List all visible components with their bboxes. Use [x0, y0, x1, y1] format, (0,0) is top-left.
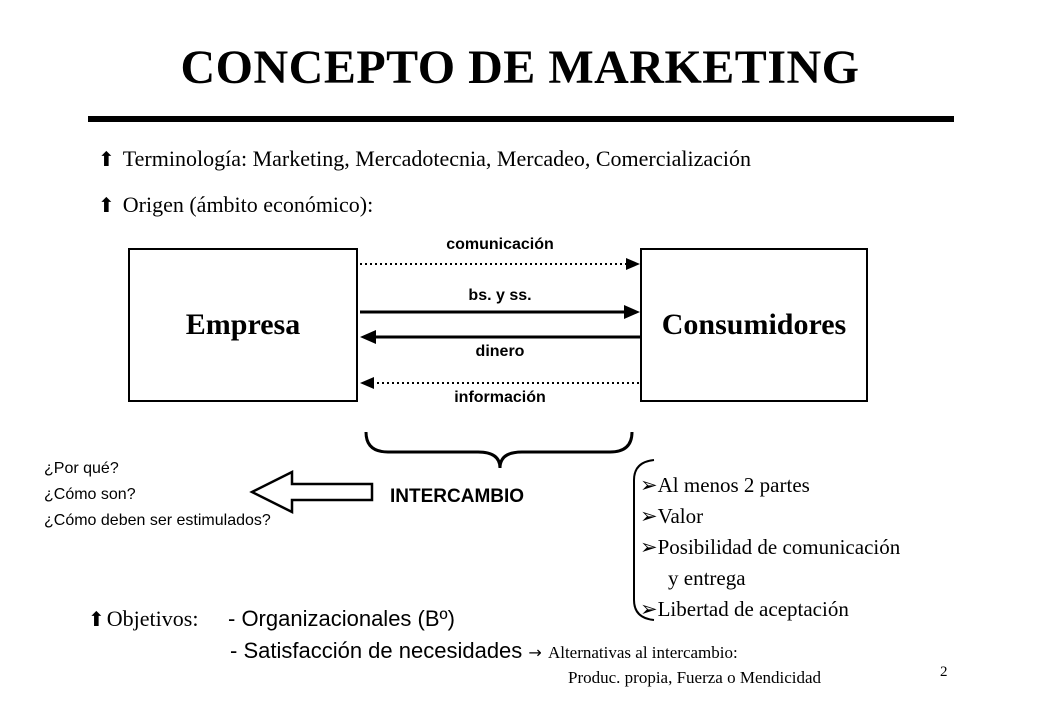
consumidores-box: Consumidores: [640, 248, 868, 402]
question-item: ¿Cómo deben ser estimulados?: [44, 512, 271, 529]
objetivos-label: Objetivos:: [106, 606, 199, 631]
questions-list: ¿Por qué? ¿Cómo son? ¿Cómo deben ser est…: [44, 456, 271, 534]
intercambio-label: INTERCAMBIO: [390, 486, 525, 507]
informacion-arrow: [360, 377, 640, 389]
objetivos-item-satisfaccion: - Satisfacción de necesidades → Alternat…: [230, 638, 738, 663]
empresa-box: Empresa: [128, 248, 358, 402]
title-underline: [88, 116, 954, 122]
empresa-label: Empresa: [185, 308, 301, 341]
bullet-terminologia: ⬆ Terminología: Marketing, Mercadotecnia,…: [98, 146, 751, 172]
up-arrow-bullet-icon: ⬆: [98, 147, 115, 171]
bullet-origen: ⬆ Origen (ámbito económico):: [98, 192, 373, 218]
dinero-arrow: [360, 330, 640, 344]
condition-item: ➢Valor: [640, 504, 704, 528]
hollow-left-arrow-icon: [249, 469, 374, 515]
page-number: 2: [940, 664, 948, 680]
question-item: ¿Cómo son?: [44, 486, 136, 503]
bullet-objetivos: ⬆Objetivos:: [88, 606, 198, 632]
alternativas-values: Produc. propia, Fuerza o Mendicidad: [568, 668, 822, 687]
condition-item-continuation: y entrega: [668, 566, 746, 590]
question-item: ¿Por qué?: [44, 460, 119, 477]
comunicacion-arrow: [360, 258, 640, 270]
condition-item: ➢Al menos 2 partes: [640, 473, 810, 497]
right-arrow-icon: →: [528, 643, 542, 662]
up-arrow-bullet-icon: ⬆: [88, 607, 105, 631]
conditions-list: ➢Al menos 2 partes ➢Valor ➢Posibilidad d…: [640, 470, 900, 625]
consumidores-label: Consumidores: [661, 308, 847, 341]
bienes-arrow: [360, 305, 640, 319]
objetivos-item-organizacionales: - Organizacionales (Bº): [228, 606, 455, 631]
intercambio-brace: [364, 431, 634, 469]
right-triangle-check-icon: ➢: [640, 504, 658, 528]
comunicacion-label: comunicación: [446, 236, 554, 253]
condition-item: ➢Posibilidad de comunicación: [640, 535, 901, 559]
right-triangle-check-icon: ➢: [640, 473, 658, 497]
dinero-label: dinero: [475, 343, 525, 360]
terminologia-text: Terminología: Marketing, Mercadotecnia, …: [122, 146, 752, 171]
bienes-label: bs. y ss.: [468, 287, 532, 304]
right-triangle-check-icon: ➢: [640, 535, 658, 559]
informacion-label: información: [454, 389, 546, 406]
origen-text: Origen (ámbito económico):: [122, 192, 374, 217]
page-title: CONCEPTO DE MARKETING: [180, 41, 860, 94]
right-triangle-check-icon: ➢: [640, 597, 658, 621]
conditions-bracket: [633, 459, 655, 621]
condition-item: ➢Libertad de aceptación: [640, 597, 849, 621]
alternativas-label: Alternativas al intercambio:: [547, 643, 738, 662]
up-arrow-bullet-icon: ⬆: [98, 193, 115, 217]
